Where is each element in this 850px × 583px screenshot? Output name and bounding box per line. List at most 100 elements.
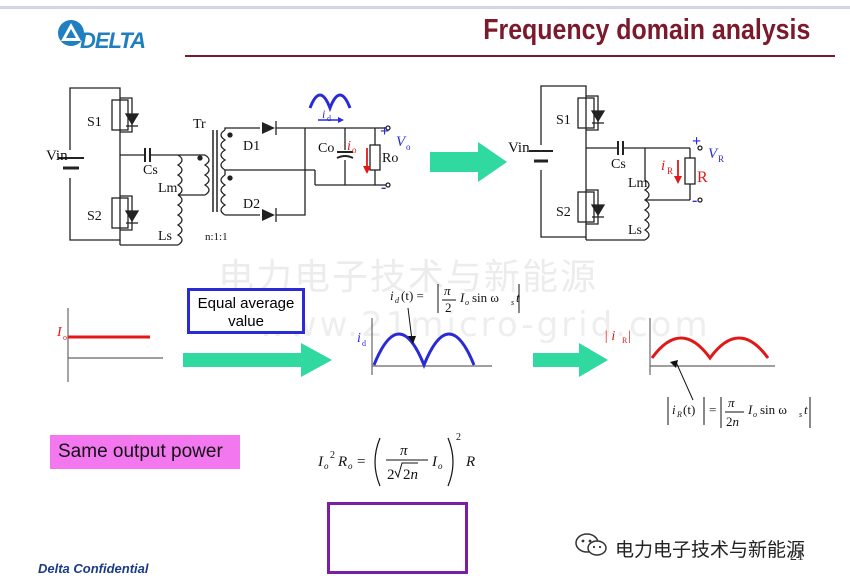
svg-text:R: R <box>465 454 475 470</box>
svg-text:π: π <box>444 283 451 298</box>
watermark-cn: 电力电子技术与新能源 <box>615 539 806 561</box>
d2-label: D2 <box>243 197 260 212</box>
page-number: 21 <box>790 549 804 564</box>
svg-text:o: o <box>465 298 469 307</box>
svg-text:o: o <box>348 461 353 471</box>
svg-text:i: i <box>390 288 394 303</box>
svg-text:i: i <box>672 402 676 417</box>
svg-text:s: s <box>511 298 514 307</box>
lm-label-right: Lm <box>628 176 648 191</box>
ls-label-right: Ls <box>628 223 642 238</box>
vin-label-right: Vin <box>508 140 530 156</box>
cs-label-right: Cs <box>611 157 626 172</box>
equivalence-arrow <box>430 142 507 182</box>
r-label: R <box>697 169 708 186</box>
io-sub: o <box>352 145 357 155</box>
svg-text:t: t <box>516 290 520 305</box>
svg-text:2: 2 <box>456 432 461 443</box>
ir-equation: i R (t) = π 2n I o sin ω s t <box>667 395 811 429</box>
wechat-icon <box>574 532 608 563</box>
svg-text:o: o <box>324 461 329 471</box>
svg-text:π: π <box>728 395 735 410</box>
d1-label: D1 <box>243 139 260 154</box>
svg-text:sin ω: sin ω <box>472 290 499 305</box>
vo-plus: + <box>380 123 389 140</box>
vr-plus: + <box>692 133 701 150</box>
svg-text:2n: 2n <box>726 414 739 429</box>
ro-label: Ro <box>382 151 398 166</box>
vr-label: V <box>708 146 719 162</box>
left-circuit <box>58 87 391 246</box>
delta-logo-icon <box>56 18 86 53</box>
tr-label: Tr <box>193 117 206 132</box>
svg-text:2: 2 <box>330 450 335 461</box>
vo-label: V <box>396 134 407 150</box>
same-output-power-box: Same output power <box>50 435 240 469</box>
resistance-equation-box <box>327 502 468 574</box>
svg-text:I: I <box>431 454 438 470</box>
s1-label-right: S1 <box>556 113 571 128</box>
svg-text:=: = <box>709 402 716 417</box>
io-label: i <box>347 139 351 154</box>
ir-rectified-plot: | i R | <box>604 318 775 375</box>
io-dc-label: I <box>56 325 63 340</box>
s2-label-right: S2 <box>556 205 571 220</box>
id-plot-sub: d <box>362 339 366 348</box>
left-circuit-labels: Vin S1 S2 Cs Lm Ls Tr D1 D2 n:1:1 Co Ro … <box>46 107 411 244</box>
svg-text:R: R <box>337 454 347 470</box>
vin-label: Vin <box>46 148 68 164</box>
svg-text:d: d <box>395 296 400 305</box>
right-circuit-labels: Vin S1 S2 Cs Lm Ls i R R + V R - <box>508 113 724 238</box>
io-dc-plot: I o <box>56 308 163 382</box>
equal-average-box: Equal average value <box>187 288 305 334</box>
svg-text:I: I <box>317 454 324 470</box>
svg-text:sin ω: sin ω <box>760 402 787 417</box>
id-rectified-plot: i d <box>357 318 492 375</box>
footer-confidential: Delta Confidential <box>38 561 149 576</box>
waveform-arrow-2 <box>533 343 608 377</box>
top-rule <box>0 6 850 9</box>
svg-text:=: = <box>357 454 365 470</box>
svg-text:2: 2 <box>387 467 395 483</box>
id-equation: i d (t) = π 2 I o sin ω s t <box>390 283 520 315</box>
background-watermark-url: www.21micro-grid.com <box>258 305 711 345</box>
id-label: i <box>322 107 325 121</box>
cs-label: Cs <box>143 163 158 178</box>
brand-name: DELTA <box>80 28 146 53</box>
s1-label: S1 <box>87 115 102 130</box>
svg-text:(t) =: (t) = <box>401 288 424 303</box>
io-dc-sub: o <box>63 333 67 342</box>
lm-label: Lm <box>158 181 178 196</box>
svg-text:R: R <box>676 410 682 419</box>
s2-label: S2 <box>87 209 102 224</box>
turns-ratio-label: n:1:1 <box>205 231 228 243</box>
title-underline <box>185 55 835 57</box>
waveform-arrow-1 <box>183 343 332 377</box>
svg-text:π: π <box>400 443 408 459</box>
rectified-current-wave-icon <box>308 93 352 113</box>
vo-sub: o <box>406 142 411 152</box>
ir-sub: R <box>667 166 673 176</box>
svg-text:s: s <box>799 410 802 419</box>
ir-plot-sub: R <box>622 336 628 345</box>
power-equation: I o 2 R o = π 2 2n I o 2 R <box>317 432 475 487</box>
vr-sub: R <box>718 154 724 164</box>
vr-minus: - <box>692 192 697 209</box>
svg-text:2n: 2n <box>403 467 418 483</box>
vo-minus: - <box>381 179 386 196</box>
svg-text:o: o <box>753 410 757 419</box>
right-circuit <box>529 85 703 241</box>
svg-text:t: t <box>804 402 808 417</box>
ir-label: i <box>661 158 665 174</box>
svg-text:I: I <box>747 402 753 417</box>
svg-text:2: 2 <box>445 300 452 315</box>
id-sub: d <box>327 114 331 123</box>
svg-text:I: I <box>459 290 465 305</box>
slide-title: Frequency domain analysis <box>482 14 810 46</box>
svg-text:(t): (t) <box>683 402 695 417</box>
id-plot-label: i <box>357 331 361 346</box>
svg-text:o: o <box>438 461 443 471</box>
co-label: Co <box>318 141 334 156</box>
ir-plot-close: | <box>628 329 631 344</box>
